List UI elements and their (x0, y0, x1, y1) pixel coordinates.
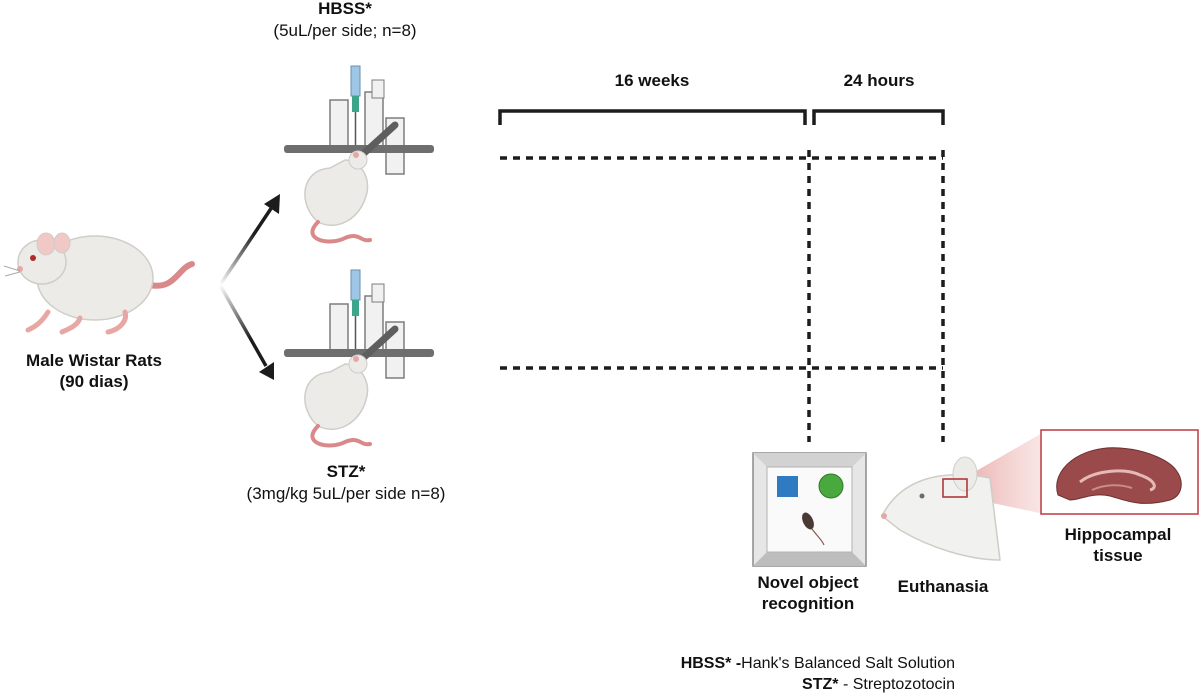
rat-icon (3, 232, 195, 335)
legend-hbss-full: Hank's Balanced Salt Solution (741, 655, 955, 672)
arena-icon (752, 452, 867, 567)
hbss-group-label: HBSS* (318, 0, 372, 18)
legend-stz-full: - Streptozotocin (838, 676, 955, 693)
period-16-weeks-label: 16 weeks (614, 71, 690, 90)
stereotaxic-frame-icon-stz (284, 269, 434, 448)
circle-object-icon (818, 473, 844, 499)
group-split-arrows (218, 194, 280, 380)
legend-stz-abbr: STZ* (802, 676, 839, 693)
legend-hbss-abbr: HBSS* - (680, 655, 742, 672)
legend-hbss: HBSS* -Hank's Balanced Salt Solution (681, 655, 955, 673)
period-24-hours-label: 24 hours (843, 71, 915, 90)
dotted-timelines (500, 150, 945, 442)
legend-stz: STZ* - Streptozotocin (802, 676, 955, 694)
square-object-icon (777, 476, 798, 497)
subjects-label-line1: Male Wistar Rats (26, 351, 162, 370)
nor-label-line2: recognition (761, 594, 855, 613)
bracket-16-weeks (498, 109, 807, 125)
bracket-24-hours (812, 109, 945, 125)
euthanasia-label: Euthanasia (897, 577, 989, 596)
subjects-label-line2: (90 dias) (59, 372, 129, 391)
tissue-label-line2: tissue (1093, 546, 1143, 565)
stz-dose-label: (3mg/kg 5uL/per side n=8) (246, 484, 446, 503)
syringe-icon (350, 65, 361, 148)
mouse-icon (802, 512, 814, 530)
syringe-icon (350, 269, 361, 352)
timeline-brackets (498, 109, 945, 125)
hbss-dose-label: (5uL/per side; n=8) (273, 21, 417, 40)
stz-group-label: STZ* (326, 462, 366, 481)
hippocampus-icon (1040, 429, 1199, 515)
tissue-label-line1: Hippocampal (1064, 525, 1172, 544)
rat-head-icon (881, 456, 1001, 561)
stereotaxic-frame-icon-hbss (284, 65, 434, 244)
nor-label-line1: Novel object (757, 573, 859, 592)
